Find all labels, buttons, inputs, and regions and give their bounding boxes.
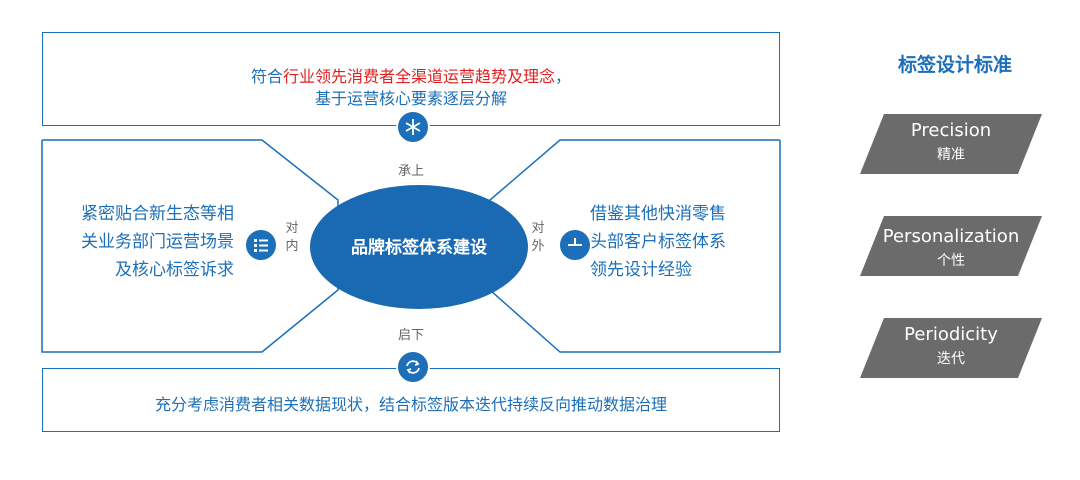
- standard-name: Precision: [910, 120, 992, 141]
- standard-cn: 精准: [937, 147, 965, 163]
- top-line1-highlight: 行业领先消费者全渠道运营趋势及理念: [282, 67, 555, 86]
- label-inner-2: 内: [285, 239, 299, 254]
- left-text-line: 紧密贴合新生态等相: [81, 204, 234, 224]
- right-text: 借鉴其他快消零售 头部客户标签体系 领先设计经验: [590, 200, 726, 284]
- right-text-line: 借鉴其他快消零售: [590, 204, 726, 224]
- standards-title: 标签设计标准: [897, 54, 1012, 76]
- cycle-icon: [396, 350, 430, 384]
- center-ellipse: [310, 185, 528, 309]
- standard-name: Periodicity: [904, 324, 998, 345]
- standard-cn: 个性: [937, 253, 965, 269]
- list-icon: [244, 228, 278, 262]
- left-frame: [41, 139, 339, 353]
- left-text: 紧密贴合新生态等相 关业务部门运营场景 及核心标签诉求: [56, 200, 234, 284]
- standard-name: Personalization: [882, 226, 1020, 247]
- standard-cn: 迭代: [937, 351, 965, 367]
- center-title: 品牌标签体系建设: [351, 238, 487, 258]
- standard-periodicity: Periodicity 迭代: [858, 316, 1044, 382]
- label-down: 启下: [398, 328, 425, 343]
- label-inner: 对 内: [284, 220, 300, 256]
- standard-precision: Precision 精准: [858, 112, 1044, 178]
- left-text-line: 关业务部门运营场景: [81, 232, 234, 252]
- bottom-text: 充分考虑消费者相关数据现状，结合标签版本迭代持续反向推动数据治理: [154, 395, 667, 414]
- top-line-2: 基于运营核心要素逐层分解: [314, 89, 507, 108]
- top-line-1: 符合行业领先消费者全渠道运营趋势及理念，: [43, 63, 779, 87]
- top-line1-prefix: 符合: [250, 67, 283, 86]
- label-outer-1: 对: [531, 221, 545, 236]
- label-inner-1: 对: [285, 221, 299, 236]
- label-outer-2: 外: [531, 239, 545, 254]
- snowflake-icon: [396, 110, 430, 144]
- right-text-line: 领先设计经验: [590, 260, 692, 280]
- right-text-line: 头部客户标签体系: [590, 232, 726, 252]
- crosshair-icon: [558, 228, 592, 262]
- left-text-line: 及核心标签诉求: [115, 260, 234, 280]
- standard-personalization: Personalization 个性: [858, 214, 1044, 280]
- label-up: 承上: [398, 164, 425, 179]
- top-line1-suffix: ，: [555, 67, 572, 86]
- label-outer: 对 外: [530, 220, 546, 256]
- bottom-box: 充分考虑消费者相关数据现状，结合标签版本迭代持续反向推动数据治理: [42, 368, 780, 432]
